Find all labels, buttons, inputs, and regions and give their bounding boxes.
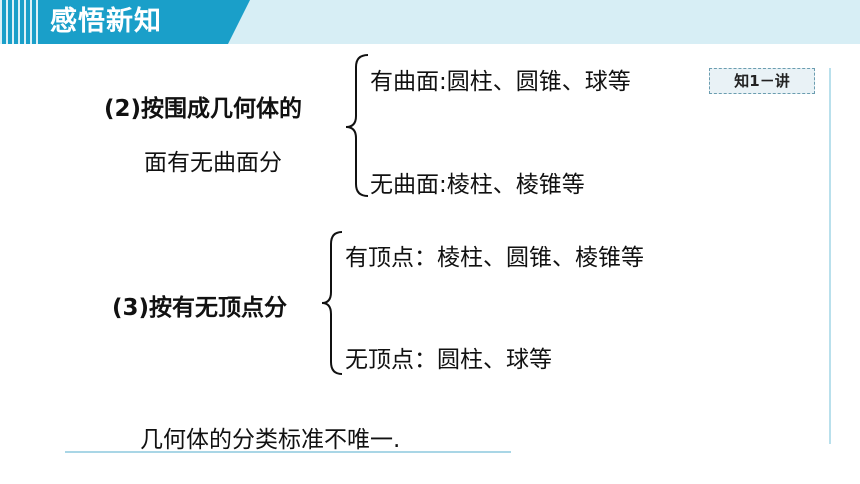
section2-brace	[345, 54, 369, 197]
section2-label-line1: (2)按围成几何体的	[104, 96, 303, 122]
header-stripes-decoration	[0, 0, 38, 44]
section3-item-no-vertex: 无顶点：圆柱、球等	[345, 347, 552, 373]
header-tab	[0, 0, 250, 44]
section3-item-vertex: 有顶点：棱柱、圆锥、棱锥等	[345, 245, 644, 271]
section2-item-flat: 无曲面:棱柱、棱锥等	[370, 172, 585, 198]
right-divider	[829, 68, 831, 444]
bottom-divider	[65, 451, 511, 453]
page-title: 感悟新知	[50, 6, 162, 37]
section2-label-line2: 面有无曲面分	[144, 150, 282, 176]
section3-brace	[321, 231, 343, 375]
section2-item-curved: 有曲面:圆柱、圆锥、球等	[370, 69, 631, 95]
classification-note: 几何体的分类标准不唯一.	[140, 427, 401, 453]
knowledge-badge: 知1－讲	[709, 68, 815, 94]
section3-label: (3)按有无顶点分	[112, 295, 288, 321]
